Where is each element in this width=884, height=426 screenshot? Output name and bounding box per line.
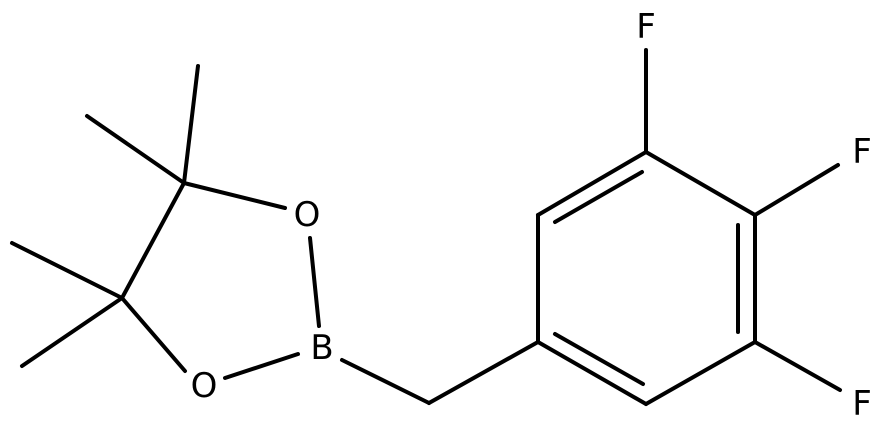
ring-bond-2 <box>536 150 648 217</box>
bond-c5-me-down <box>20 296 124 368</box>
benzyl-linker <box>340 340 540 405</box>
bond-c5-me-up <box>10 241 124 300</box>
bond-c-f-middle <box>753 163 840 217</box>
bond-o1-b <box>308 236 321 328</box>
bond-o2-b <box>223 352 300 380</box>
fluorine-bonds <box>644 48 842 392</box>
bond-ch2-ring <box>427 340 540 405</box>
bond-b-ch2 <box>340 358 431 405</box>
ring-bond-5 <box>644 340 757 406</box>
dioxaborolane-ring <box>10 64 321 380</box>
ring-bond-6-inner <box>553 332 645 386</box>
ring-bond-6 <box>536 340 648 406</box>
ring-bond-2-inner <box>553 170 644 224</box>
atom-oxygen-top: O <box>294 195 321 235</box>
atom-fluorine-bottom: F <box>852 384 872 424</box>
bond-c4-me-up <box>182 64 200 185</box>
atom-oxygen-bottom: O <box>191 366 218 406</box>
bond-c5-o2 <box>120 296 187 373</box>
bond-c4-o1 <box>182 181 287 210</box>
bond-c4-c5 <box>120 181 186 300</box>
benzene-ring <box>536 150 757 406</box>
atom-boron: B <box>310 328 333 368</box>
bond-c-f-bottom <box>753 340 842 392</box>
bond-c4-me-left <box>85 114 186 185</box>
atom-fluorine-middle: F <box>852 132 872 172</box>
atom-fluorine-top: F <box>636 7 656 47</box>
ring-bond-3 <box>644 150 757 217</box>
